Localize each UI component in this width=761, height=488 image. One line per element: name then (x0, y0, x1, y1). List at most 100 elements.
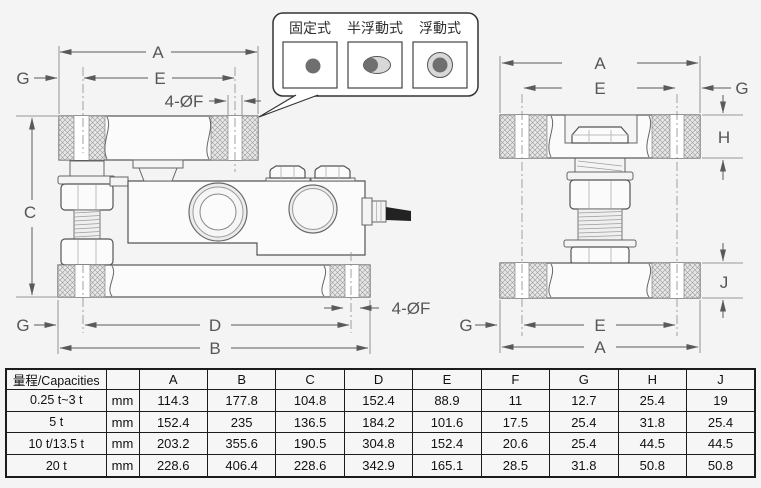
capacity-cell: 5 t (5, 410, 107, 434)
value-cell: 28.5 (480, 454, 551, 478)
header-cell-J: J (686, 368, 756, 390)
value-cell: 101.6 (412, 410, 482, 434)
capacity-cell: 0.25 t~3 t (5, 389, 107, 412)
cable-gland (361, 197, 411, 226)
value-cell: 12.7 (549, 389, 619, 412)
unit-cell: mm (105, 389, 140, 412)
dim-label-4F: 4-ØF (165, 92, 204, 111)
value-cell: 406.4 (206, 454, 277, 478)
dim-label-G: G (735, 79, 748, 98)
mount-type-label-floating: 浮動式 (419, 20, 461, 36)
value-cell: 44.5 (686, 432, 756, 456)
dim-label-H: H (718, 128, 730, 147)
value-cell: 17.5 (480, 410, 551, 434)
value-cell: 190.5 (275, 432, 345, 456)
header-cell-C: C (275, 368, 345, 390)
capacity-cell: 20 t (5, 454, 107, 478)
header-cell-G: G (549, 368, 619, 390)
value-cell: 165.1 (412, 454, 482, 478)
value-cell: 177.8 (206, 389, 277, 412)
callout-pointer (258, 94, 319, 118)
value-cell: 228.6 (138, 454, 208, 478)
header-cell-A: A (138, 368, 208, 390)
dim-label-B: B (209, 339, 220, 358)
dim-label-C: C (24, 203, 36, 222)
dim-label-G: G (16, 69, 29, 88)
value-cell: 25.4 (686, 410, 756, 434)
dim-label-G: G (16, 316, 29, 335)
semi-floating-mount-icon (347, 41, 403, 89)
value-cell: 25.4 (549, 432, 619, 456)
value-cell: 88.9 (412, 389, 482, 412)
value-cell: 50.8 (686, 454, 756, 478)
technical-drawing: A E G 4-ØF C G D B 4-ØF (16, 12, 749, 358)
header-cell-E: E (412, 368, 482, 390)
header-cell-D: D (343, 368, 414, 390)
end-view-bottom-plate (499, 262, 701, 299)
side-view-adjusting-bolt (57, 151, 116, 266)
value-cell: 304.8 (343, 432, 414, 456)
header-cell-H: H (617, 368, 688, 390)
dim-label-E: E (154, 69, 165, 88)
value-cell: 203.2 (138, 432, 208, 456)
body-screw-icons (265, 165, 356, 182)
dim-label-A: A (594, 54, 606, 73)
value-cell: 50.8 (617, 454, 688, 478)
dim-label-D: D (209, 316, 221, 335)
end-view: A E G H J G E A (459, 54, 748, 357)
value-cell: 114.3 (138, 389, 208, 412)
value-cell: 136.5 (275, 410, 345, 434)
value-cell: 235 (206, 410, 277, 434)
value-cell: 104.8 (275, 389, 345, 412)
dim-label-4F: 4-ØF (392, 299, 431, 318)
mount-type-label-fixed: 固定式 (289, 20, 331, 36)
value-cell: 228.6 (275, 454, 345, 478)
end-view-top-plate (499, 114, 701, 159)
header-cell-unit (105, 368, 140, 390)
value-cell: 44.5 (617, 432, 688, 456)
dim-label-E: E (594, 79, 605, 98)
value-cell: 31.8 (617, 410, 688, 434)
dim-label-A: A (594, 338, 606, 357)
cable (386, 207, 411, 221)
end-view-adjusting-bolt (563, 157, 637, 265)
side-view-top-plate (58, 115, 259, 182)
fixed-mount-icon (282, 41, 338, 89)
value-cell: 152.4 (138, 410, 208, 434)
value-cell: 25.4 (549, 410, 619, 434)
header-cell-量程/Capacities: 量程/Capacities (5, 368, 107, 390)
value-cell: 152.4 (343, 389, 414, 412)
value-cell: 25.4 (617, 389, 688, 412)
value-cell: 31.8 (549, 454, 619, 478)
value-cell: 19 (686, 389, 756, 412)
load-cell-body (109, 165, 411, 256)
capacity-cell: 10 t/13.5 t (5, 432, 107, 456)
dim-label-G: G (459, 316, 472, 335)
dim-label-J: J (720, 273, 729, 292)
value-cell: 355.6 (206, 432, 277, 456)
floating-mount-icon (412, 41, 468, 89)
dim-label-E: E (594, 316, 605, 335)
side-view-bottom-plate (57, 264, 371, 298)
value-cell: 20.6 (480, 432, 551, 456)
unit-cell: mm (105, 410, 140, 434)
unit-cell: mm (105, 454, 140, 478)
value-cell: 11 (480, 389, 551, 412)
mount-type-label-semi-floating: 半浮動式 (347, 20, 403, 36)
side-view: A E G 4-ØF C G D B 4-ØF (16, 43, 430, 358)
value-cell: 184.2 (343, 410, 414, 434)
dim-label-A: A (152, 43, 164, 62)
value-cell: 152.4 (412, 432, 482, 456)
header-cell-B: B (206, 368, 277, 390)
mount-types-callout: 固定式 半浮動式 浮動式 (258, 12, 479, 118)
header-cell-F: F (480, 368, 551, 390)
value-cell: 342.9 (343, 454, 414, 478)
